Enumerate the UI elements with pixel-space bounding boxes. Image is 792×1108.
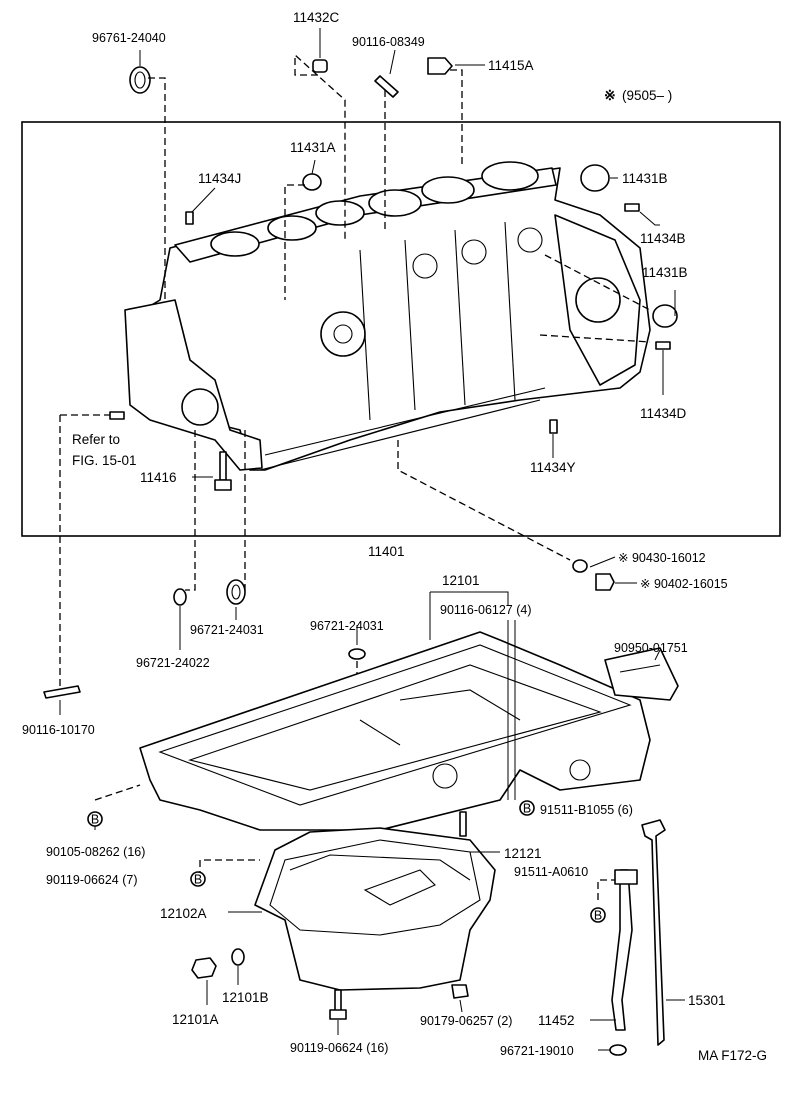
plug-90179-06257 xyxy=(451,984,469,999)
range-symbol: ※ xyxy=(604,87,616,103)
marker-b-letter: B xyxy=(523,802,531,816)
plug-11431B-top xyxy=(580,164,610,192)
label-11434B: 11434B xyxy=(640,231,686,246)
label-12101B: 12101B xyxy=(222,990,269,1005)
label-11415A: 11415A xyxy=(488,58,534,73)
marker-b-letter: B xyxy=(91,813,99,827)
label-11431B-mid: 11431B xyxy=(642,265,688,280)
label-96761-24040: 96761-24040 xyxy=(92,31,166,45)
marker-b-letter: B xyxy=(594,909,602,923)
label-96721-19010: 96721-19010 xyxy=(500,1044,574,1058)
stud-90116-10170 xyxy=(43,685,81,699)
pin-refer xyxy=(109,411,125,420)
label-fig-15-01: FIG. 15-01 xyxy=(72,453,137,468)
label-90430-16012: ※ 90430-16012 xyxy=(618,551,706,565)
label-11431B-top: 11431B xyxy=(622,171,668,186)
label-refer-to: Refer to xyxy=(72,432,120,447)
plug-11431B-mid xyxy=(652,304,678,328)
bolt-90119-06624 xyxy=(329,989,347,1020)
stud-90116-08349 xyxy=(374,75,399,98)
marker-b-91511-a0610: B xyxy=(590,907,606,923)
plug-90430-16012 xyxy=(572,559,588,573)
gasket-96721-24022 xyxy=(173,588,187,606)
dipstick xyxy=(641,819,666,1046)
figure-id: MA F172-G xyxy=(698,1048,767,1063)
pin-11434J xyxy=(185,211,194,225)
oil-pan-lower xyxy=(254,827,496,991)
plug-11432C xyxy=(312,59,328,73)
label-90116-08349: 90116-08349 xyxy=(352,35,425,49)
plug-90402-16015 xyxy=(595,573,615,591)
plug-12101A xyxy=(191,957,217,979)
label-90119-06624-16: 90119-06624 (16) xyxy=(290,1041,388,1055)
label-11431A: 11431A xyxy=(290,140,336,155)
gasket-96721-24031-b xyxy=(348,648,366,660)
label-96721-24031-a: 96721-24031 xyxy=(190,623,264,637)
label-12101A: 12101A xyxy=(172,1012,219,1027)
label-11452: 11452 xyxy=(538,1013,575,1028)
plug-11431A xyxy=(302,173,322,191)
label-90402-16015: ※ 90402-16015 xyxy=(640,577,728,591)
label-11401: 11401 xyxy=(368,544,405,559)
pin-11434Y xyxy=(549,419,558,434)
seal-96761-24040 xyxy=(129,66,151,94)
marker-b-90105: B xyxy=(87,811,103,827)
cylinder-block-frame xyxy=(21,121,781,537)
oil-pan-upper xyxy=(139,631,651,831)
gasket-96721-19010 xyxy=(609,1044,627,1056)
label-15301: 15301 xyxy=(688,993,726,1008)
pin-11434B xyxy=(624,203,640,212)
label-90105-08262: 90105-08262 (16) xyxy=(46,845,145,859)
baffle-90950-01751 xyxy=(604,647,679,701)
label-11434Y: 11434Y xyxy=(530,460,576,475)
label-11434D: 11434D xyxy=(640,406,687,421)
gasket-12101B xyxy=(231,948,245,966)
marker-b-91511: B xyxy=(519,800,535,816)
range-note: (9505– ) xyxy=(622,88,672,103)
cylinder-block xyxy=(124,161,651,471)
label-96721-24022: 96721-24022 xyxy=(136,656,210,670)
label-12102A: 12102A xyxy=(160,906,207,921)
dipstick-guide xyxy=(611,869,638,1031)
label-91511-A0610: 91511-A0610 xyxy=(514,865,588,879)
bolt-91511-B1055 xyxy=(459,811,467,837)
label-90950-01751: 90950-01751 xyxy=(614,641,688,655)
marker-b-90119: B xyxy=(190,871,206,887)
label-91511-B1055: 91511-B1055 (6) xyxy=(540,803,633,817)
label-12101: 12101 xyxy=(442,573,480,588)
label-90119-06624-7: 90119-06624 (7) xyxy=(46,873,138,887)
gasket-96721-24031-a xyxy=(226,579,246,605)
label-12121: 12121 xyxy=(504,846,542,861)
marker-b-letter: B xyxy=(194,873,202,887)
pin-11434D xyxy=(655,341,671,350)
label-90116-06127: 90116-06127 (4) xyxy=(440,603,532,617)
label-96721-24031-b: 96721-24031 xyxy=(310,619,384,633)
label-11434J: 11434J xyxy=(198,171,241,186)
label-11416: 11416 xyxy=(140,470,177,485)
label-90179-06257: 90179-06257 (2) xyxy=(420,1014,512,1028)
label-11432C: 11432C xyxy=(293,10,340,25)
sensor-11415A xyxy=(427,57,453,75)
bolt-11416 xyxy=(214,451,232,491)
label-90116-10170: 90116-10170 xyxy=(22,723,95,737)
